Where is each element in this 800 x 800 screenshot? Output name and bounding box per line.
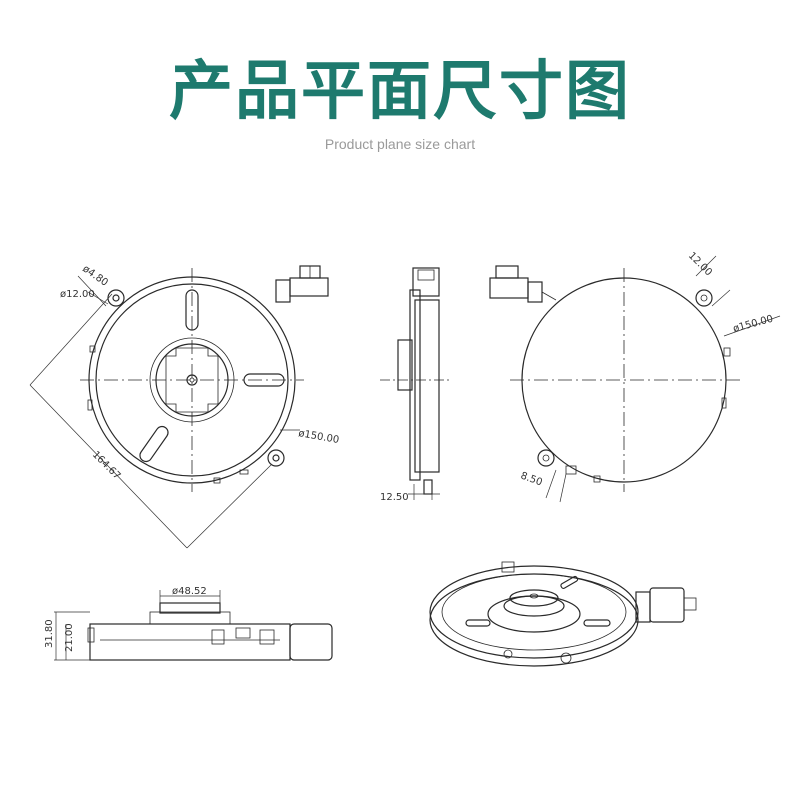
bottom-dim-hub: ø48.52 [172, 586, 207, 597]
bottom-view [54, 590, 333, 661]
back-dim-diameter: ø150.00 [732, 314, 775, 335]
front-dim-diagonal: 164.67 [90, 449, 123, 482]
front-dim-hole-outer: ø12.00 [60, 289, 95, 300]
front-dim-hole-small: ø4.80 [80, 263, 110, 288]
page-title: 产品平面尺寸图 [169, 55, 631, 129]
page-subtitle: Product plane size chart [324, 136, 476, 152]
back-dim-hole: 12.00 [686, 250, 714, 278]
front-view [29, 265, 329, 549]
back-view [489, 255, 781, 503]
isometric-view [429, 561, 697, 667]
side-dim-offset: 12.50 [380, 492, 409, 503]
back-dim-offset: 8.50 [519, 470, 544, 488]
front-dim-diameter: ø150.00 [297, 428, 339, 446]
bottom-dim-height-total: 31.80 [44, 619, 55, 648]
bottom-dim-height-body: 21.00 [64, 623, 75, 652]
side-view [380, 267, 450, 500]
